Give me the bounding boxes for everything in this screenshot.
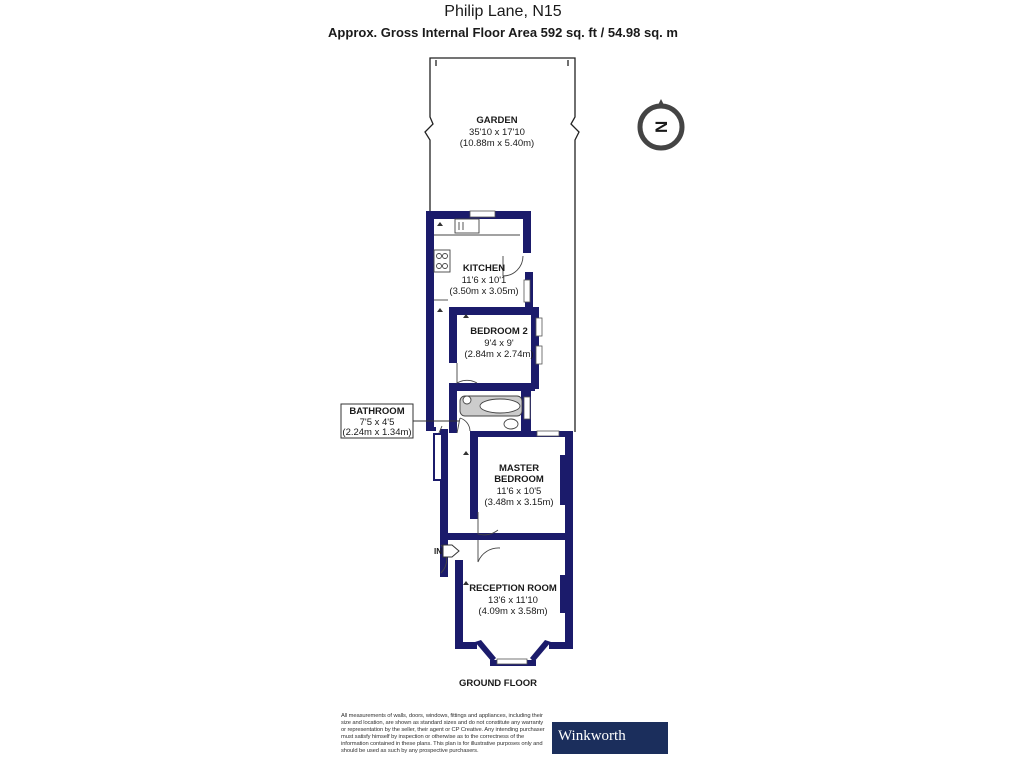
garden-imperial: 35'10 x 17'10 xyxy=(469,127,525,138)
entrance-arrow: IN xyxy=(434,544,460,558)
fixtures xyxy=(433,218,524,574)
brand-logo: Winkworth xyxy=(552,722,668,754)
disclaimer-text: All measurements of walls, doors, window… xyxy=(341,713,545,755)
master-name-line1: MASTER xyxy=(499,463,539,474)
kitchen-imperial: 11'6 x 10'1 xyxy=(462,275,507,286)
master-imperial: 11'6 x 10'5 xyxy=(497,486,542,497)
compass-icon: N xyxy=(637,99,685,151)
floor-label: GROUND FLOOR xyxy=(459,678,537,689)
bedroom2-imperial: 9'4 x 9' xyxy=(484,338,514,349)
bedroom2-name: BEDROOM 2 xyxy=(470,326,528,337)
bathroom-imperial: 7'5 x 4'5 xyxy=(360,417,395,428)
entrance-label: IN xyxy=(434,547,442,556)
compass-letter: N xyxy=(652,121,671,133)
bathroom-name: BATHROOM xyxy=(349,406,404,417)
bathroom-callout: BATHROOM 7'5 x 4'5 (2.24m x 1.34m) xyxy=(340,403,459,439)
bedroom2-metric: (2.84m x 2.74m) xyxy=(464,349,533,360)
reception-imperial: 13'6 x 11'10 xyxy=(488,595,538,606)
reception-metric: (4.09m x 3.58m) xyxy=(478,606,547,617)
master-metric: (3.48m x 3.15m) xyxy=(484,497,553,508)
plan-title: Philip Lane, N15 xyxy=(444,3,562,20)
reception-name: RECEPTION ROOM xyxy=(469,583,557,594)
windows xyxy=(469,210,560,665)
master-name-line2: BEDROOM xyxy=(494,474,544,485)
garden-metric: (10.88m x 5.40m) xyxy=(460,138,534,149)
garden-boundary xyxy=(424,57,580,432)
markers xyxy=(437,222,469,585)
floor-area-subtitle: Approx. Gross Internal Floor Area 592 sq… xyxy=(328,25,678,40)
brand-name: Winkworth xyxy=(558,728,626,744)
kitchen-metric: (3.50m x 3.05m) xyxy=(449,286,518,297)
garden-name: GARDEN xyxy=(476,115,517,126)
bathroom-metric: (2.24m x 1.34m) xyxy=(342,427,411,438)
kitchen-name: KITCHEN xyxy=(463,263,505,274)
